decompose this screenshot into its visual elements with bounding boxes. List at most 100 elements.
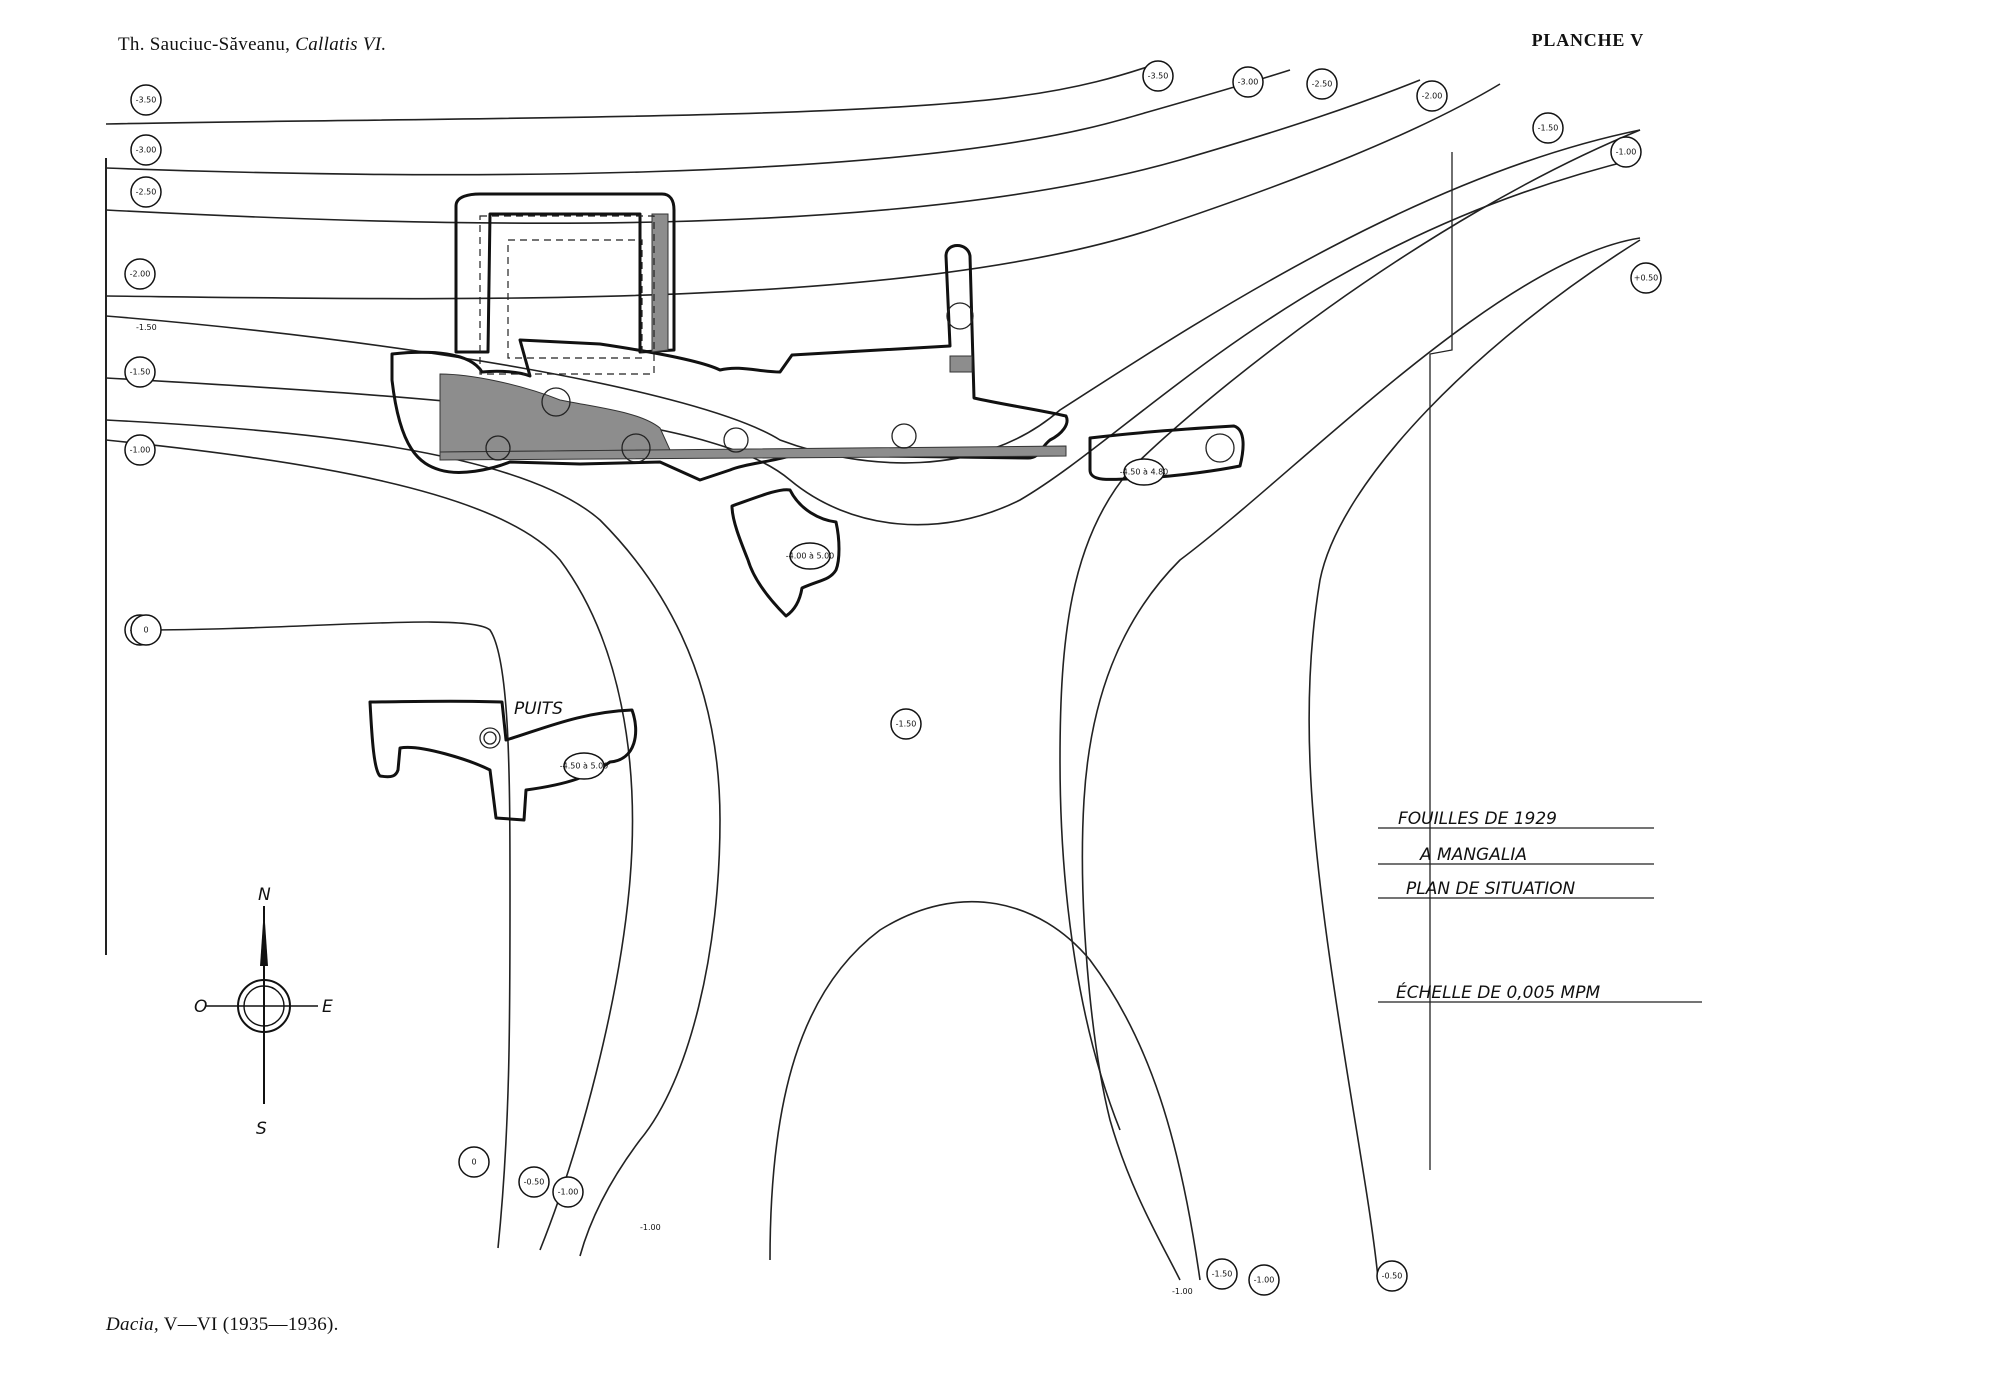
well-circle-inner [483,731,497,745]
elevation-marker: -3.00 [1232,66,1264,98]
contour-3-50 [105,65,1151,125]
column-circles [479,302,1235,749]
elevation-value: -1.50 [1212,1270,1233,1279]
column-circle [946,302,974,330]
elevation-marker: -1.00 [552,1176,584,1208]
elevation-value: 0 [471,1158,476,1167]
contour-0-50-left [105,419,721,1257]
elevation-marker: 0 [130,614,162,646]
elevation-value: -3.00 [136,146,157,155]
compass-east: E [322,997,333,1017]
contour-lines [105,65,1641,1281]
elevation-marker: -1.50 [890,708,922,740]
journal-name: Dacia, [106,1314,159,1335]
elevation-marker: +0.50 [1630,262,1662,294]
elevation-value: -1.50 [1538,124,1559,133]
north-building-inner [507,239,643,359]
contour-arch [769,900,1201,1281]
trench-labels: -4.00 à 5.00 -4.50 à 5.00 -4.50 à 4.80 [560,458,1169,780]
elevation-value: -1.00 [1616,148,1637,157]
compass-north: N [258,885,271,905]
column-circle [485,435,511,461]
legend: FOUILLES DE 1929 A MANGALIA PLAN DE SITU… [1378,809,1702,1003]
well-circle [479,727,501,749]
elevation-markers: -3.50 -3.00 -2.50 -2.00 -1.50 -1.00 -0.50 -3.50… [124,60,1662,1296]
elevation-marker: -1.50 [1206,1258,1238,1290]
elevation-marker: -0.50 [518,1166,550,1198]
elevation-value: -1.00 [130,446,151,455]
contour-0-50-right [1081,237,1641,1281]
elevation-marker: -2.00 [1416,80,1448,112]
legend-line-2: A MANGALIA [1419,845,1527,865]
trench-depth-value: -4.00 à 5.00 [786,552,835,561]
column-circle [541,387,571,417]
contour-0-left [143,621,511,1249]
trench-depth-marker: -4.00 à 5.00 [786,542,835,570]
contour-2-00 [105,83,1501,300]
trench-depth-marker: -4.50 à 4.80 [1120,458,1169,486]
author-header: Th. Sauciuc-Săveanu, Callatis VI. [118,34,386,56]
elevation-marker: 0 [458,1146,490,1178]
elevation-value: -0.50 [1382,1272,1403,1281]
elevation-marker: -1.50 [124,356,156,388]
legend-scale: ÉCHELLE DE 0,005 MPM [1396,981,1600,1003]
column-circle [891,423,917,449]
contour-1-50-upper [105,129,1641,464]
north-building-outline [479,215,655,375]
compass-west: O [194,997,207,1017]
elevation-marker: -1.00 [124,434,156,466]
trench-depth-value: -4.50 à 4.80 [1120,468,1169,477]
elevation-value: -2.50 [1312,80,1333,89]
trench-depth-marker: -4.50 à 5.00 [560,752,609,780]
elevation-marker: -1.00 [1610,136,1642,168]
journal-volume: V—VI (1935—1936). [163,1314,339,1335]
contour-1-00-upper [105,157,1641,526]
trench-south [730,488,841,618]
column-circle [621,433,651,463]
contour-1-00-left [105,439,634,1251]
elevation-marker: -1.50 [1532,112,1564,144]
tick-label: -1.00 [1172,1287,1193,1296]
property-boundary [1429,152,1453,1170]
elevation-value: -1.00 [1254,1276,1275,1285]
north-wall [454,192,676,354]
elevation-value: -2.50 [136,188,157,197]
author-name: Th. Sauciuc-Săveanu, [118,34,291,55]
elevation-value: -3.50 [136,96,157,105]
main-trench [390,244,1069,482]
elevation-marker: -3.50 [130,84,162,116]
trench-east [1088,424,1245,481]
tick-labels: -1.50 -1.00 -1.00 [136,323,1193,1296]
contour-2-50 [105,79,1421,225]
contour-3-00 [105,69,1291,176]
contour-1-00-right [1059,129,1641,1131]
elevation-value: -2.00 [130,270,151,279]
column-circle [1205,433,1235,463]
elevation-marker: -2.50 [130,176,162,208]
elevation-marker: -0.50 [1376,1260,1408,1292]
elevation-marker: -3.50 [1142,60,1174,92]
legend-line-1: FOUILLES DE 1929 [1398,809,1557,829]
elevation-value: -1.50 [896,720,917,729]
elevation-value: 0 [143,626,148,635]
tick-label: -1.00 [640,1223,661,1232]
tower-hatch [949,355,973,373]
source-citation: Dacia, V—VI (1935—1936). [106,1314,339,1336]
elevation-marker: -2.00 [124,258,156,290]
elevation-value: -1.00 [558,1188,579,1197]
contour-1-50-right [1308,239,1641,1279]
excavation-structures [368,192,1245,822]
elevation-value: -2.00 [1422,92,1443,101]
main-wall-hatch [439,373,671,453]
elevation-value: +0.50 [1634,274,1659,283]
legend-line-3: PLAN DE SITUATION [1406,879,1576,899]
elevation-value: -1.50 [130,368,151,377]
compass-rose: N S E O [194,885,333,1139]
elevation-value: -3.50 [1148,72,1169,81]
column-circle [723,427,749,453]
elevation-value: -0.50 [524,1178,545,1187]
trench-depth-value: -4.50 à 5.00 [560,762,609,771]
north-wall-hatch [651,213,669,353]
south-wall-strip [439,445,1067,461]
